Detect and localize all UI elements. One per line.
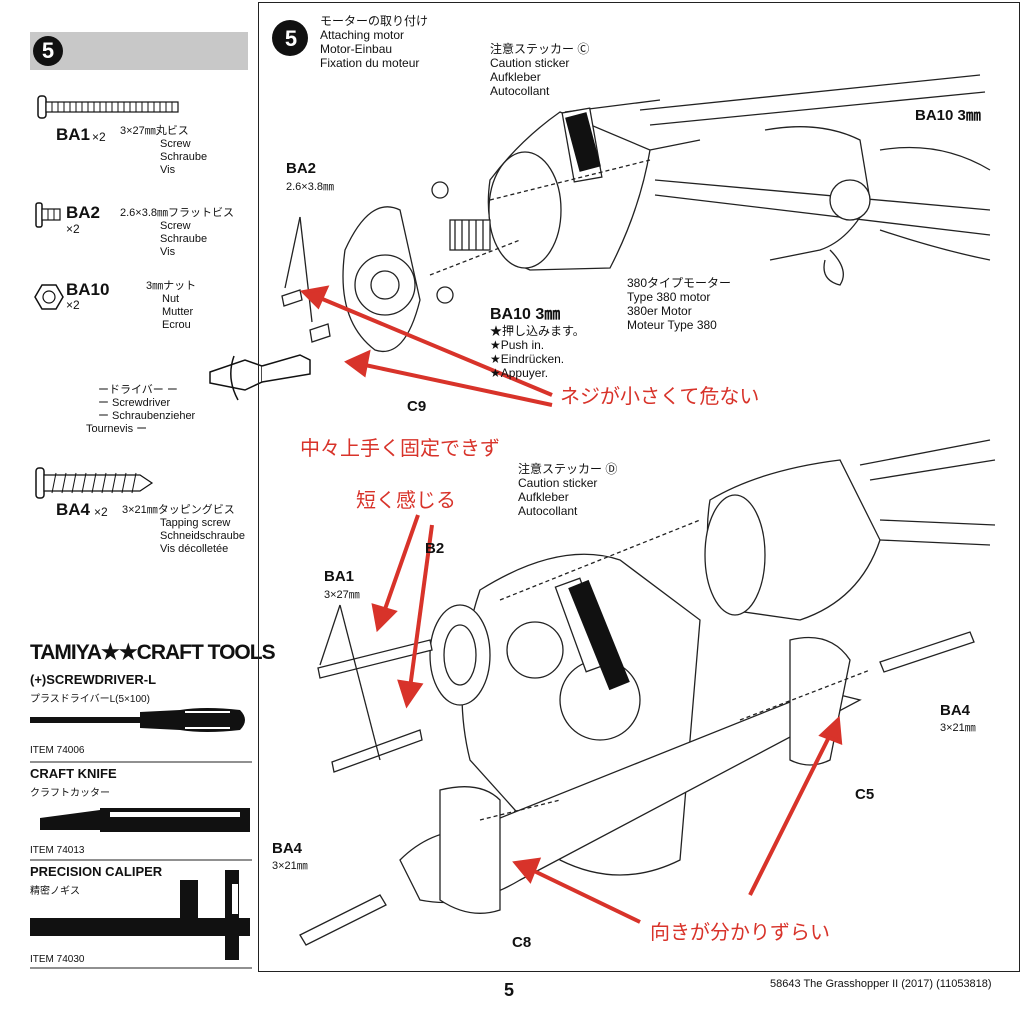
annotation-screw-small: ネジが小さくて危ない	[560, 384, 760, 408]
annotation-direction-unclear: 向きが分かりずらい	[650, 920, 830, 944]
caution-sticker-d-label: 注意ステッカー Ⓓ Caution sticker Aufkleber Auto…	[518, 462, 618, 518]
tool-name-screwdriver: (+)SCREWDRIVER-L	[30, 672, 157, 687]
ba4-left-size: 3×21㎜	[272, 860, 308, 872]
page-number: 5	[504, 980, 515, 1000]
part-code-ba1: BA1	[56, 125, 91, 144]
tool-jp-craft-knife: クラフトカッター	[30, 788, 110, 799]
part-code-ba2: BA2	[66, 203, 101, 222]
annotation-hard-to-fix: 中々上手く固定できず	[300, 436, 500, 460]
tool-item-caliper: ITEM 74030	[30, 954, 85, 965]
part-desc-ba2: 2.6×3.8㎜フラットビス Screw Schraube Vis	[120, 207, 235, 258]
tool-name-caliper: PRECISION CALIPER	[30, 864, 163, 879]
ba1-size: 3×27㎜	[324, 589, 360, 601]
tool-item-craft-knife: ITEM 74013	[30, 845, 85, 856]
part-desc-ba1: 3×27㎜丸ビス Screw Schraube Vis	[120, 125, 208, 176]
caution-sticker-c-label: 注意ステッカー Ⓒ Caution sticker Aufkleber Auto…	[490, 42, 590, 98]
c8-label: C8	[512, 934, 532, 951]
ba2-size: 2.6×3.8㎜	[286, 181, 335, 193]
tools-brand-title: TAMIYA★★CRAFT TOOLS	[30, 641, 276, 664]
tool-jp-screwdriver: プラスドライバーL(5×100)	[30, 694, 150, 705]
screwdriver-label: ードライバー ー ー Screwdriver ー Schraubenzieher…	[86, 384, 196, 435]
b2-label: B2	[425, 540, 445, 557]
motor-type-label: 380タイプモーター Type 380 motor 380er Motor Mo…	[627, 276, 732, 332]
annotation-feels-short: 短く感じる	[356, 488, 456, 512]
part-code-ba10: BA10	[66, 280, 110, 299]
ba10-top-label: BA10 3㎜	[915, 107, 981, 124]
part-code-ba4: BA4	[56, 500, 91, 519]
part-qty-ba2: ×2	[66, 222, 80, 236]
ba10-nut-icon	[34, 284, 64, 310]
ba1-label: BA1	[324, 568, 355, 585]
craft-knife-icon	[40, 808, 250, 832]
instruction-panel	[258, 2, 1020, 972]
ba10-push-note: BA10 3㎜ ★押し込みます。 ★Push in. ★Eindrücken. …	[490, 306, 585, 380]
part-desc-ba4: 3×21㎜タッピングビス Tapping screw Schneidschrau…	[122, 504, 246, 555]
ba4-screw-icon	[35, 467, 154, 499]
ba2-screw-icon	[35, 202, 61, 228]
ba4-right-size: 3×21㎜	[940, 722, 976, 734]
part-desc-ba10: 3㎜ナット Nut Mutter Ecrou	[146, 280, 197, 331]
ba4-left-label: BA4	[272, 840, 303, 857]
step-header-bar	[30, 32, 248, 70]
main-step-number: 5	[276, 24, 306, 54]
c5-label: C5	[855, 786, 875, 803]
footer-reference: 58643 The Grasshopper II (2017) (1105381…	[770, 978, 992, 990]
ba2-label: BA2	[286, 160, 317, 177]
step-number-badge: 5	[33, 36, 63, 66]
tool-jp-caliper: 精密ノギス	[30, 886, 80, 897]
c9-label: C9	[407, 398, 427, 415]
ba1-screw-icon	[37, 95, 179, 119]
screwdriver-tool-icon	[30, 708, 245, 732]
ba4-right-label: BA4	[940, 702, 971, 719]
tool-item-screwdriver: ITEM 74006	[30, 745, 85, 756]
tool-name-craft-knife: CRAFT KNIFE	[30, 766, 117, 781]
part-qty-ba1: ×2	[92, 130, 106, 144]
part-qty-ba4: ×2	[94, 505, 108, 519]
part-qty-ba10: ×2	[66, 298, 80, 312]
step-title: モーターの取り付け Attaching motor Motor-Einbau F…	[320, 14, 429, 70]
